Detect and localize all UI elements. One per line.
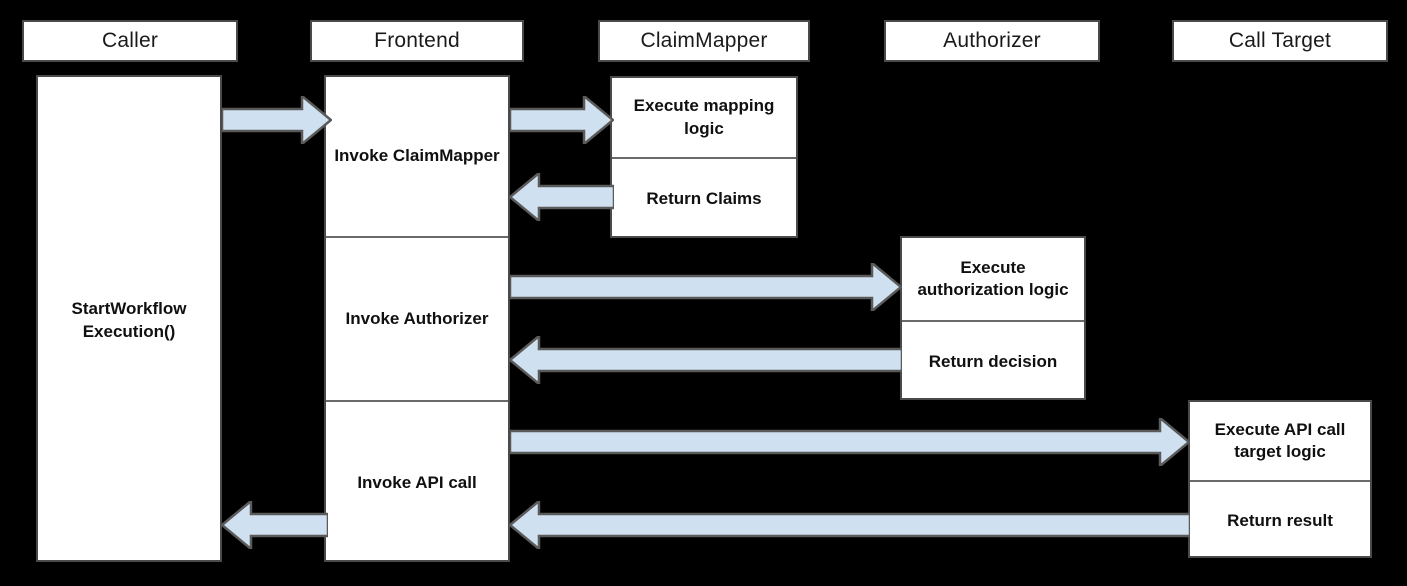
- lifeline-label-claimmapper: ClaimMapper: [640, 29, 768, 52]
- activation-claimmapper: Execute mapping logic Return Claims: [610, 76, 798, 238]
- message-arrow-frontend-to-authorizer: [510, 263, 902, 311]
- segment-frontend-invoke-api-call: Invoke API call: [326, 400, 508, 564]
- message-arrow-frontend-to-calltarget: [510, 418, 1190, 466]
- segment-authorizer-execute: Execute authorization logic: [917, 257, 1069, 299]
- message-arrow-authorizer-to-frontend: [508, 336, 902, 384]
- segment-frontend-invoke-claimmapper: Invoke ClaimMapper: [334, 146, 500, 166]
- activation-caller: StartWorkflow Execution(): [36, 75, 222, 562]
- message-arrow-caller-to-frontend: [222, 96, 332, 144]
- segment-authorizer-return: Return decision: [902, 320, 1084, 402]
- activation-frontend: Invoke ClaimMapper Invoke Authorizer Inv…: [324, 75, 510, 562]
- lifeline-label-caller: Caller: [101, 29, 159, 52]
- message-arrow-claimmapper-to-frontend: [508, 173, 614, 221]
- message-arrow-frontend-to-claimmapper: [510, 96, 614, 144]
- lifeline-label-frontend: Frontend: [374, 29, 460, 52]
- lifeline-header-caller: Caller: [22, 20, 238, 62]
- message-arrow-calltarget-to-frontend: [508, 501, 1190, 549]
- segment-claimmapper-return: Return Claims: [612, 157, 796, 240]
- segment-claimmapper-execute: Execute mapping logic: [633, 96, 775, 138]
- segment-calltarget-return: Return result: [1190, 480, 1370, 560]
- segment-caller-start: StartWorkflow Execution(): [71, 299, 187, 341]
- activation-authorizer: Execute authorization logic Return decis…: [900, 236, 1086, 400]
- lifeline-header-authorizer: Authorizer: [884, 20, 1100, 62]
- segment-frontend-invoke-authorizer: Invoke Authorizer: [326, 236, 508, 400]
- lifeline-header-calltarget: Call Target: [1172, 20, 1388, 62]
- lifeline-label-calltarget: Call Target: [1228, 29, 1332, 52]
- lifeline-header-frontend: Frontend: [310, 20, 524, 62]
- segment-calltarget-execute: Execute API call target logic: [1214, 419, 1346, 461]
- message-arrow-frontend-to-caller: [220, 501, 328, 549]
- activation-calltarget: Execute API call target logic Return res…: [1188, 400, 1372, 558]
- lifeline-header-claimmapper: ClaimMapper: [598, 20, 810, 62]
- lifeline-label-authorizer: Authorizer: [943, 29, 1041, 52]
